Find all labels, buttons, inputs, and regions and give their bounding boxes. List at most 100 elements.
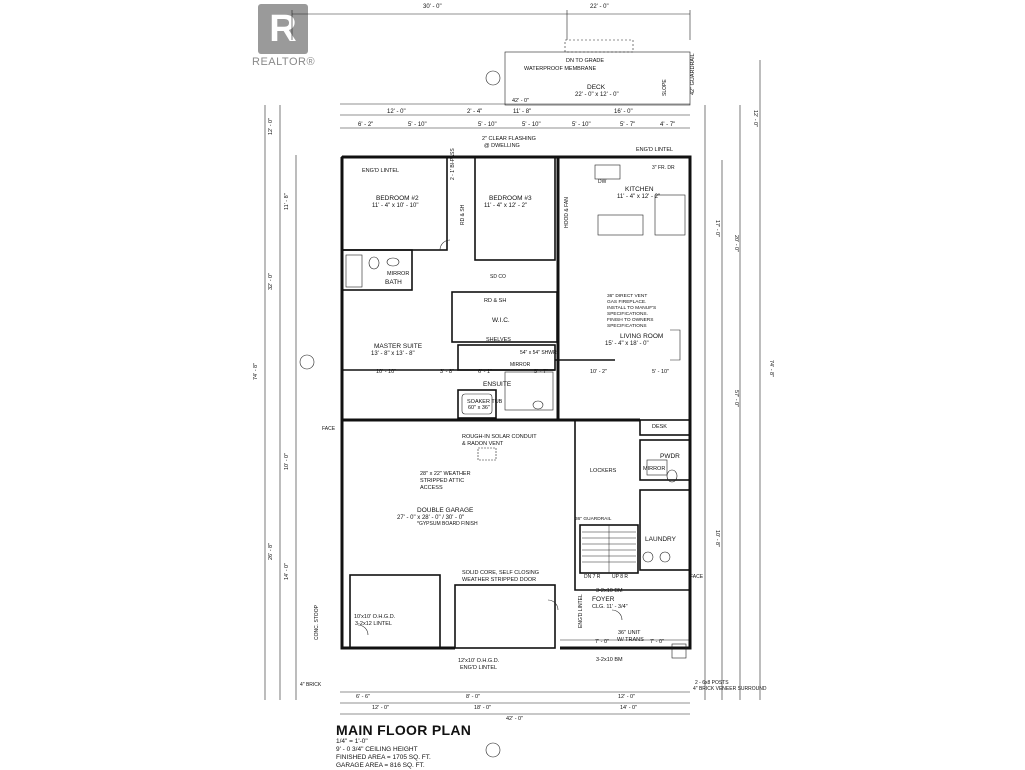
stair-guardrail: 36" GUARDRAIL — [575, 516, 612, 522]
solar-line-2: & RADON VENT — [462, 441, 504, 447]
wall-dim-e: 10' - 2" — [590, 369, 607, 375]
deck-name: DECK — [587, 84, 606, 91]
top-dim-22: 22' - 0" — [590, 4, 609, 10]
bipass-label: 2 - 1' BI-PASS — [450, 148, 456, 180]
row3-dim-2: 5' - 10" — [478, 122, 497, 128]
bottom-dim-c: 12' - 0" — [618, 694, 635, 700]
bath-mirror: MIRROR — [387, 271, 409, 277]
bottom-dim-g: 7' - 0" — [595, 639, 609, 645]
row3-dim-3: 5' - 10" — [522, 122, 541, 128]
face-label-left: FACE — [322, 426, 336, 432]
row3-dim-5: 5' - 7" — [620, 122, 635, 128]
row2-dim-a: 12' - 0" — [387, 109, 406, 115]
master-name: MASTER SUITE — [374, 343, 423, 350]
bottom-dim-a: 6' - 6" — [356, 694, 370, 700]
garage-name: DOUBLE GARAGE — [417, 507, 474, 514]
door-line-2: WEATHER STRIPPED DOOR — [462, 577, 536, 583]
right-dim-b: 20' - 0" — [733, 235, 739, 252]
master-size: 13' - 8" x 13' - 8" — [371, 351, 415, 357]
bath-name: BATH — [385, 279, 402, 286]
unit-line-2: W/ TRANS — [617, 637, 644, 643]
kitchen-name: KITCHEN — [625, 186, 654, 193]
bottom-dim-total: 42' - 0" — [506, 716, 523, 722]
engd-lintel-foyer: ENG'D LINTEL — [578, 594, 584, 628]
top-dim-30: 30' - 0" — [423, 4, 442, 10]
foyer-clg: CLG. 11' - 3/4" — [592, 604, 628, 610]
fireplace-line-3: INSTALL TO MANUF'S — [607, 305, 656, 311]
left-dim-e: 26' - 8" — [268, 543, 274, 560]
hood-fan-label: HOOD & FAN — [564, 197, 570, 228]
bedroom2-name: BEDROOM #2 — [376, 195, 419, 202]
fireplace-line-1: 36" DIRECT VENT — [607, 293, 647, 299]
flashing-line-1: 2" CLEAR FLASHING — [482, 136, 536, 142]
stair-up: UP 8 R — [612, 574, 628, 580]
title-block: MAIN FLOOR PLAN 1/4" = 1'-0" 9' - 0 3/4"… — [336, 722, 471, 770]
wall-dim-b: 3' - 8" — [440, 369, 454, 375]
bottom-dim-d-left: 12' - 0" — [372, 705, 389, 711]
right-dim-c: 17' - 0" — [714, 220, 720, 237]
wall-dim-f: 5' - 10" — [652, 369, 669, 375]
row3-dim-0: 6' - 2" — [358, 122, 373, 128]
ensuite-name: ENSUITE — [483, 381, 512, 388]
left-dim-c: 32' - 0" — [268, 273, 274, 290]
shower-label: 54" x 54" SHWR — [520, 350, 557, 356]
wic-shelves: SHELVES — [486, 337, 511, 343]
veneer-label: 4" BRICK VENEER SURROUND — [693, 686, 767, 692]
wall-dim-c: 6' - 1" — [478, 369, 492, 375]
garage-finish: *GYPSUM BOARD FINISH — [417, 521, 478, 527]
dishwasher-label: DW — [598, 179, 607, 185]
right-dim-e: 74' - 8" — [768, 360, 774, 377]
stoop-label: CONC. STOOP — [314, 604, 320, 640]
bottom-dim-f: 14' - 0" — [620, 705, 637, 711]
desk-label: DESK — [652, 424, 667, 430]
left-dim-b: 11' - 8" — [284, 193, 290, 210]
sd-co-label: SD CO — [490, 274, 506, 280]
attic-line-1: 28" x 22" WEATHER — [420, 471, 471, 477]
row3-dim-1: 5' - 10" — [408, 122, 427, 128]
solar-line-1: ROUGH-IN SOLAR CONDUIT — [462, 434, 537, 440]
flashing-line-2: @ DWELLING — [484, 143, 520, 149]
beam-label-1: 3-2x10 BM — [596, 588, 623, 594]
right-dim-a: 12' - 0" — [752, 110, 758, 127]
attic-line-2: STRIPPED ATTIC — [420, 478, 464, 484]
stair-down: DN 7 R — [584, 574, 601, 580]
tub-label: SOAKER TUB — [467, 399, 503, 405]
fireplace-line-2: GAS FIREPLACE. — [607, 299, 646, 305]
row2-dim-d: 16' - 0" — [614, 109, 633, 115]
bottom-dim-h: 7' - 0" — [650, 639, 664, 645]
ohd2-line-1: 12'x10' O.H.G.D. — [458, 658, 500, 664]
attic-line-3: ACCESS — [420, 485, 443, 491]
bedroom3-name: BEDROOM #3 — [489, 195, 532, 202]
row3-dim-6: 4' - 7" — [660, 122, 675, 128]
wall-dim-a: 10' - 10" — [376, 369, 396, 375]
deck-width-dim: 42' - 0" — [512, 98, 529, 104]
row2-dim-c: 11' - 8" — [513, 109, 531, 115]
foyer-name: FOYER — [592, 596, 615, 603]
wic-name: W.I.C. — [492, 317, 510, 324]
bottom-dim-d: 18' - 0" — [474, 705, 491, 711]
title-scale: 1/4" = 1'-0" — [336, 738, 368, 745]
deck-dn-label: DN TO GRADE — [566, 58, 604, 64]
left-dim-d: 74' - 8" — [253, 363, 259, 380]
engd-lintel-top-left: ENG'D LINTEL — [362, 168, 399, 174]
bedroom2-size: 11' - 4" x 10' - 10" — [372, 203, 418, 209]
living-size: 15' - 4" x 18' - 0" — [605, 341, 649, 347]
title-finished-area: FINISHED AREA = 1705 SQ. FT. — [336, 754, 431, 761]
ensuite-mirror: MIRROR — [510, 362, 531, 368]
fireplace-line-4: SPECIFICATIONS. — [607, 311, 648, 317]
left-dim-g: 10' - 0" — [284, 453, 290, 470]
ohd1-line-1: 10'x10' O.H.G.D. — [354, 614, 396, 620]
deck-guardrail: 42" GUARDRAIL — [690, 53, 696, 95]
pwdr-name: PWDR — [660, 453, 680, 460]
living-name: LIVING ROOM — [620, 333, 663, 340]
fireplace-line-5: FINISH TO OWNERS — [607, 317, 653, 323]
bedroom3-size: 11' - 4" x 12' - 2" — [484, 203, 527, 209]
fireplace-line-6: SPECIFICATIONS — [607, 323, 647, 329]
rd-sh-bed: RD & SH — [460, 204, 466, 225]
title-main: MAIN FLOOR PLAN — [336, 722, 472, 738]
ohd1-line-2: 3-2x12 LINTEL — [355, 621, 392, 627]
title-garage-area: GARAGE AREA = 816 SQ. FT. — [336, 762, 425, 769]
fr-door-label: 3" FR. DR — [652, 165, 675, 171]
ohd2-line-2: ENG'D LINTEL — [460, 665, 497, 671]
